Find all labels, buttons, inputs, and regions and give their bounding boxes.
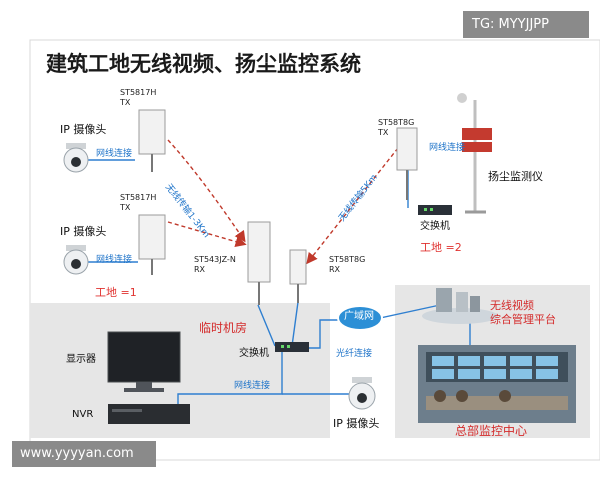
watermark-bottom bbox=[12, 441, 156, 467]
link-label-net1: 网线连接 bbox=[96, 149, 133, 159]
ip-camera-icon-2 bbox=[63, 245, 89, 275]
platform-title-line2: 综合管理平台 bbox=[490, 313, 556, 326]
site-label-2: 工地 =2 bbox=[420, 241, 462, 254]
switch-icon-site2 bbox=[418, 205, 452, 215]
monitor-label: 显示器 bbox=[66, 354, 96, 365]
site-label-1: 工地 =1 bbox=[95, 286, 137, 299]
link-label-net2: 网线连接 bbox=[96, 255, 133, 265]
rx-to-switch-wire bbox=[257, 301, 299, 347]
hq-title: 总部监控中心 bbox=[455, 424, 528, 438]
monitor-icon bbox=[107, 331, 181, 392]
ip-camera-icon-3 bbox=[348, 377, 376, 410]
hq-control-room-image bbox=[418, 345, 576, 423]
ip-camera-icon-1 bbox=[63, 143, 89, 173]
radio-tx2-icon bbox=[138, 214, 166, 275]
wan-to-platform-wire bbox=[379, 304, 441, 319]
watermark-bottom-text: www.yyyyan.com bbox=[20, 446, 134, 461]
dust-monitor-label: 扬尘监测仪 bbox=[488, 170, 543, 183]
switch-icon-room bbox=[275, 342, 309, 352]
temp-room-title: 临时机房 bbox=[199, 321, 248, 335]
wan-label: 广域网 bbox=[344, 311, 374, 322]
camera-label-1: IP 摄像头 bbox=[60, 123, 107, 136]
platform-title-line1: 无线视频 bbox=[490, 299, 534, 312]
platform-server-icon bbox=[422, 288, 498, 324]
link-label-net4: 网线连接 bbox=[234, 381, 271, 391]
radio-tx1-icon bbox=[138, 109, 166, 172]
camera-label-3: IP 摄像头 bbox=[333, 417, 380, 430]
wireless-tx2-to-rx bbox=[167, 221, 247, 248]
radio-rx1-icon bbox=[247, 221, 271, 305]
watermark-top bbox=[463, 11, 589, 38]
diagram-title: 建筑工地无线视频、扬尘监控系统 bbox=[46, 52, 361, 76]
nvr-icon bbox=[108, 404, 190, 424]
wireless-dust-to-rx bbox=[306, 147, 399, 265]
dust-monitor-icon bbox=[457, 93, 492, 214]
radio-rx2-icon bbox=[289, 249, 307, 303]
watermark-top-text: TG: MYYJJPP bbox=[472, 17, 549, 32]
switch-label-room: 交换机 bbox=[239, 348, 269, 359]
camera-label-2: IP 摄像头 bbox=[60, 225, 107, 238]
nvr-label: NVR bbox=[72, 409, 94, 420]
radio-dust-tx-icon bbox=[396, 127, 418, 200]
wan-cloud bbox=[337, 305, 383, 331]
switch-label-site2: 交换机 bbox=[420, 221, 450, 232]
link-label-net3: 网线连接 bbox=[429, 143, 466, 153]
link-label-fiber: 光纤连接 bbox=[336, 349, 373, 359]
